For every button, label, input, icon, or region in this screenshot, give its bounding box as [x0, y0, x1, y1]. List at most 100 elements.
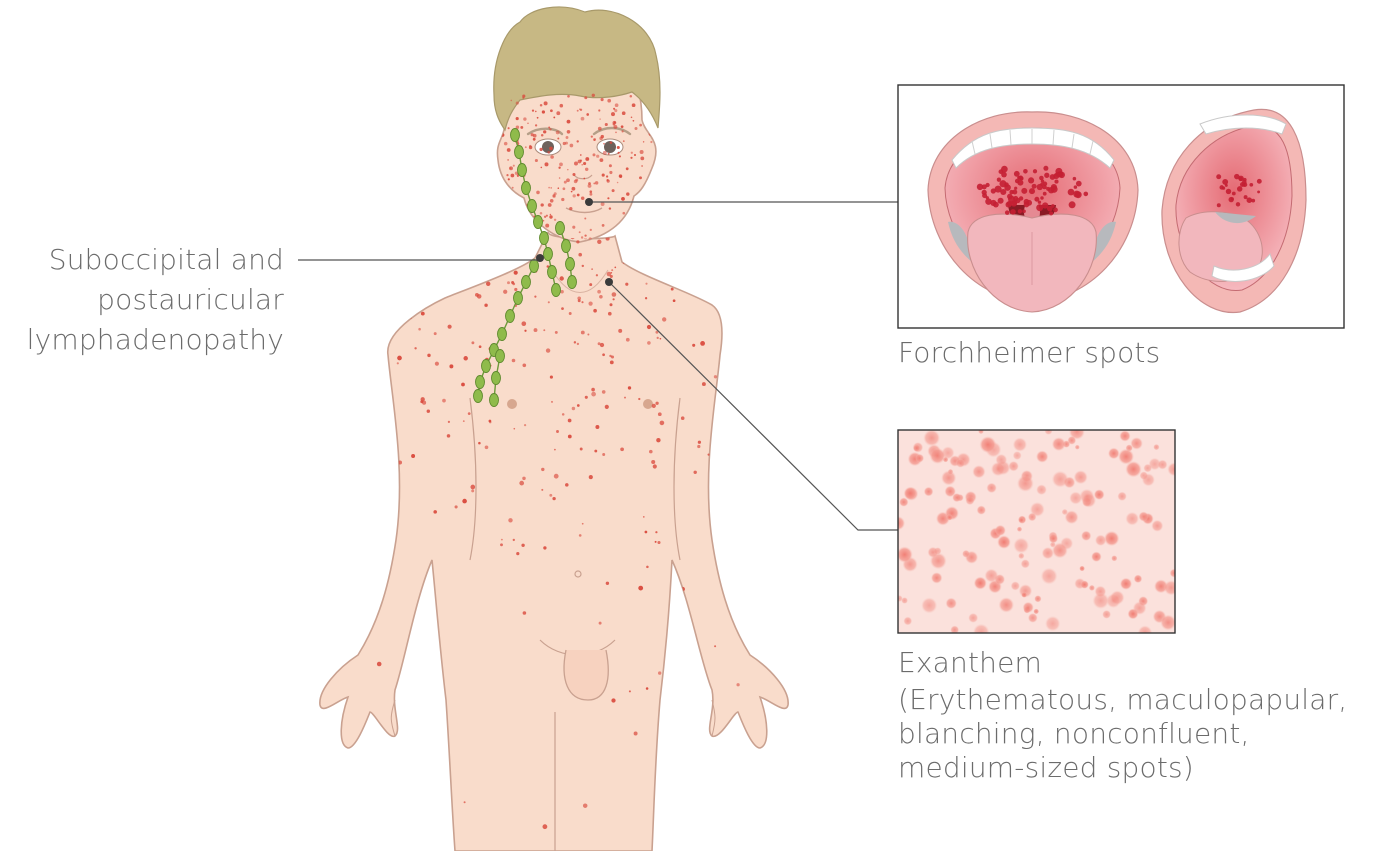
- rash-spot: [782, 528, 784, 530]
- exanthem-spot: [1013, 451, 1022, 460]
- rash-spot: [344, 260, 348, 264]
- rash-spot: [590, 229, 592, 231]
- rash-spot: [647, 325, 651, 329]
- exanthem-spot: [1160, 615, 1176, 631]
- rash-spot: [569, 207, 572, 210]
- rash-spot: [650, 209, 652, 211]
- palate-spot: [1251, 199, 1255, 203]
- rash-spot: [591, 135, 593, 137]
- rash-spot: [522, 95, 525, 98]
- rash-spot: [700, 341, 705, 346]
- rash-spot: [578, 253, 582, 257]
- exanthem-spot: [1028, 613, 1038, 623]
- rash-spot: [628, 386, 631, 389]
- exanthem-spot: [1164, 580, 1179, 595]
- rash-spot: [540, 212, 543, 215]
- palate-spot: [1217, 203, 1221, 207]
- exanthem-spot: [1095, 535, 1106, 546]
- rash-spot: [354, 536, 357, 539]
- rash-spot: [585, 396, 588, 399]
- palate-spot: [1023, 169, 1028, 174]
- exanthem-spot: [1019, 517, 1025, 523]
- exanthem-spot: [1074, 470, 1088, 484]
- rash-spot: [421, 397, 425, 401]
- rash-spot: [759, 384, 761, 386]
- rash-spot: [468, 412, 471, 415]
- rash-spot: [427, 354, 430, 357]
- rash-spot: [671, 288, 674, 291]
- rash-spot: [580, 154, 582, 156]
- rash-spot: [512, 187, 514, 189]
- rash-spot: [623, 140, 625, 142]
- lymph-node: [514, 292, 523, 305]
- rash-spot: [548, 127, 550, 129]
- rash-spot: [514, 271, 518, 275]
- rash-spot: [543, 220, 545, 222]
- rash-spot: [427, 409, 430, 412]
- rash-spot: [608, 312, 612, 316]
- rash-spot: [747, 368, 751, 372]
- rash-spot: [574, 341, 576, 343]
- rash-spot: [607, 197, 609, 199]
- rash-spot: [499, 194, 502, 197]
- exanthem-spot: [1170, 569, 1179, 578]
- exanthem-spot: [1028, 513, 1037, 522]
- exanthem-spot: [1134, 575, 1143, 584]
- rash-spot: [577, 343, 579, 345]
- exanthem-spot: [984, 569, 998, 583]
- exanthem-panel: [891, 424, 1181, 640]
- rash-spot: [645, 116, 649, 120]
- rash-spot: [467, 257, 469, 259]
- rash-spot: [541, 134, 544, 137]
- rash-spot: [545, 224, 549, 228]
- exanthem-description: (Erythematous, maculopapular, blanching,…: [898, 683, 1347, 785]
- rash-spot: [593, 309, 597, 313]
- exanthem-spot: [1118, 449, 1134, 465]
- rash-spot: [609, 207, 611, 209]
- exanthem-spot: [1021, 592, 1027, 598]
- rash-spot: [617, 146, 620, 149]
- rash-spot: [560, 276, 564, 280]
- rash-spot: [736, 683, 739, 686]
- rash-spot: [645, 121, 648, 124]
- rash-spot: [624, 397, 626, 399]
- rash-spot: [620, 447, 624, 451]
- rash-spot: [591, 388, 595, 392]
- rash-spot: [561, 198, 564, 201]
- rash-spot: [561, 307, 564, 310]
- exanthem-spot: [1151, 520, 1163, 532]
- rash-spot: [470, 485, 475, 490]
- rash-spot: [725, 288, 727, 290]
- palate-spot: [1034, 197, 1039, 202]
- rash-spot: [582, 523, 584, 525]
- rash-spot: [512, 359, 516, 363]
- rash-spot: [549, 494, 552, 497]
- exanthem-spot: [1094, 489, 1105, 500]
- rash-spot: [543, 130, 546, 133]
- exanthem-spot: [1033, 609, 1039, 615]
- rash-spot: [524, 330, 526, 332]
- rash-spot: [546, 348, 550, 352]
- rash-spot: [645, 297, 647, 299]
- rash-spot: [621, 125, 624, 128]
- rash-spot: [593, 139, 595, 141]
- lymphadenopathy-label-line: postauricular: [27, 280, 284, 320]
- rash-spot: [714, 645, 716, 647]
- rash-spot: [511, 203, 513, 205]
- rash-spot: [589, 283, 592, 286]
- rash-spot: [581, 301, 583, 303]
- lymphadenopathy-label: Suboccipital and postauricular lymphaden…: [27, 240, 284, 360]
- palate-spot: [977, 184, 983, 190]
- rash-spot: [665, 279, 667, 281]
- rash-spot: [585, 157, 589, 161]
- rash-spot: [521, 321, 526, 326]
- rash-spot: [622, 130, 624, 132]
- palate-spot: [1216, 174, 1221, 179]
- exanthem-spot: [972, 465, 985, 478]
- rash-spot: [557, 138, 559, 140]
- lymph-leader-dot: [536, 254, 544, 262]
- rash-spot: [615, 103, 619, 107]
- rash-spot: [625, 283, 628, 286]
- rash-spot: [647, 341, 651, 345]
- rash-spot: [577, 140, 579, 142]
